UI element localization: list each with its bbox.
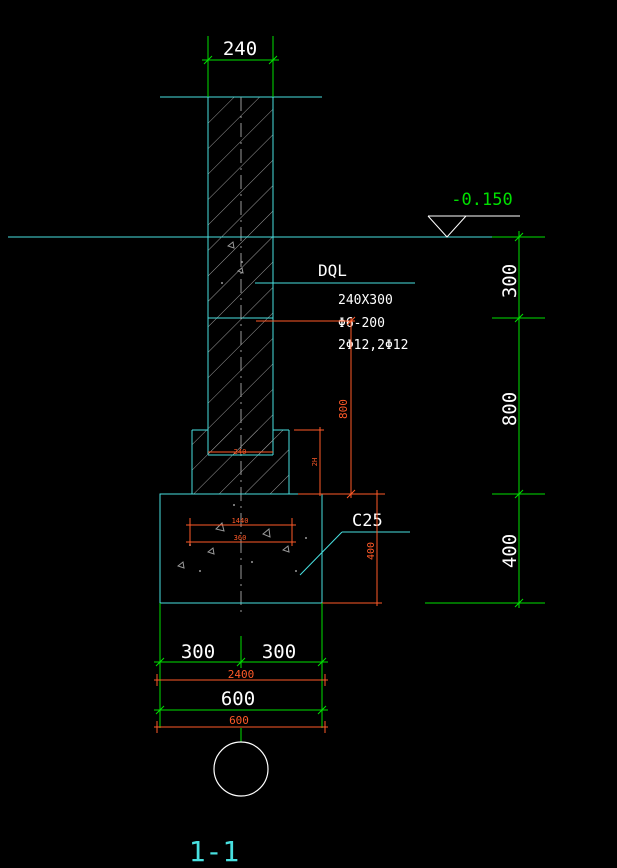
dim-step: 240 2H	[208, 427, 324, 496]
concrete-grade-label: C25	[352, 511, 383, 531]
bottom-dim-300-right: 300	[262, 641, 296, 663]
inner-360-label: 360	[234, 534, 247, 542]
dim-orange-800: 800	[256, 316, 385, 499]
stirrup-label: Φ6-200	[338, 316, 385, 331]
bottom-dim-300-left: 300	[181, 641, 215, 663]
bottom-dim-600-b: 600	[229, 714, 249, 727]
dim-footing-400: 400	[322, 490, 382, 606]
concrete-callout: C25	[299, 511, 410, 576]
elevation-mark: -0.150	[427, 190, 520, 238]
dim-wall-width: 240	[202, 36, 279, 97]
right-dim-800: 800	[499, 392, 521, 426]
dim-bottom: 300 300 2400 600 600	[154, 603, 328, 733]
axis-bubble	[213, 741, 269, 797]
wall-width-label: 240	[223, 38, 257, 60]
footing-height-label: 400	[366, 542, 377, 560]
step-height-label: 2H	[311, 458, 319, 466]
beam-code-label: DQL	[318, 261, 347, 280]
dim-inner-base: 1440 360	[186, 517, 296, 546]
footing-step	[191, 429, 290, 494]
dim-right-chain: 300 800 400	[425, 231, 545, 608]
bottom-dim-2400: 2400	[228, 668, 255, 681]
wall-column	[160, 96, 322, 612]
step-width-label: 240	[234, 448, 247, 456]
section-title: 1-1	[189, 835, 240, 868]
orange-dim-800: 800	[337, 399, 350, 419]
bottom-dim-600-a: 600	[221, 688, 255, 710]
elevation-label: -0.150	[451, 190, 512, 210]
beam-size-label: 240X300	[338, 293, 393, 308]
rebar-label: 2Φ12,2Φ12	[338, 338, 408, 353]
right-dim-300: 300	[499, 264, 521, 298]
inner-1440-label: 1440	[232, 517, 249, 525]
beam-callout: DQL 240X300 Φ6-200 2Φ12,2Φ12	[255, 261, 415, 353]
right-dim-400: 400	[499, 534, 521, 568]
